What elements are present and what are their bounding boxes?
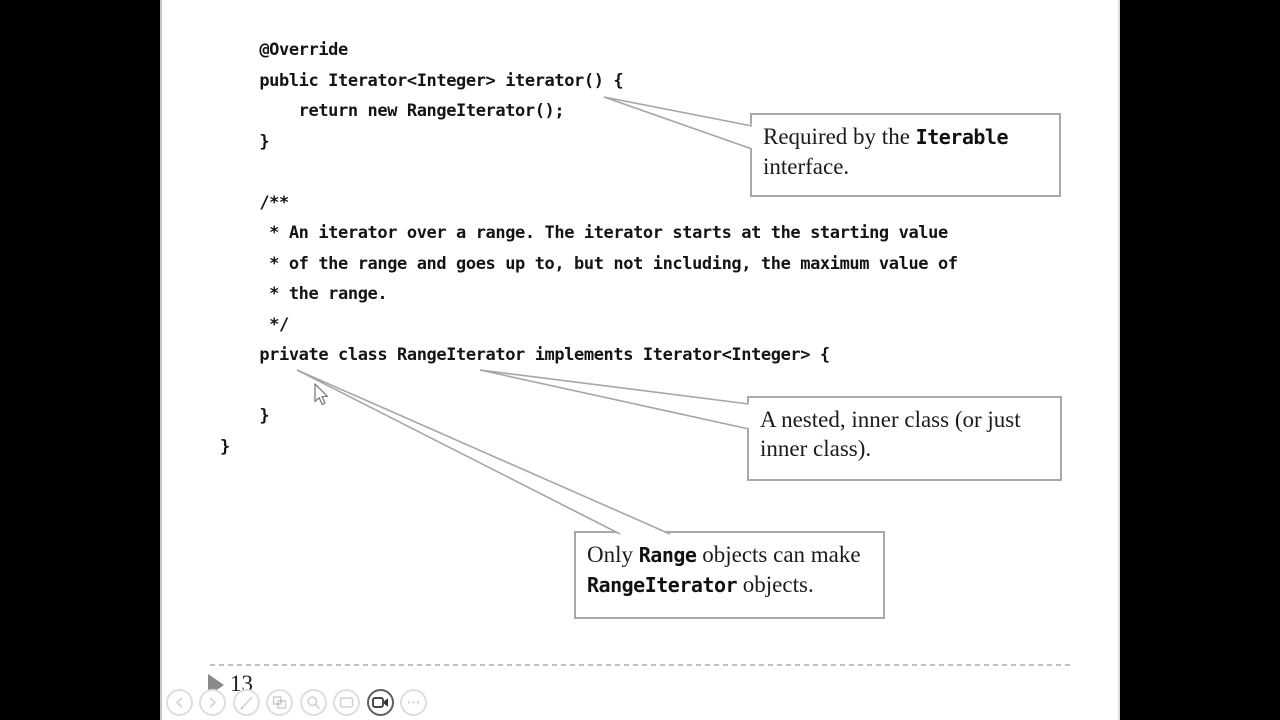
callout-iterable-interface: Required by the Iterable interface. [750, 113, 1061, 197]
camera-button[interactable] [367, 689, 394, 716]
code-line: @Override [220, 40, 348, 60]
code-line: } [220, 131, 270, 152]
callout-text: A nested, inner class (or just inner cla… [760, 407, 1021, 461]
previous-slide-button[interactable] [166, 689, 193, 716]
callout-inner-class: A nested, inner class (or just inner cla… [747, 396, 1062, 481]
code-line: private class RangeIterator implements I… [220, 345, 830, 365]
next-slide-button[interactable] [199, 689, 226, 716]
all-slides-icon [272, 696, 287, 709]
callout-text: Only [587, 542, 639, 567]
screen-icon [339, 697, 354, 708]
callout-code-term: RangeIterator [587, 573, 738, 597]
screen-options-button[interactable] [333, 689, 360, 716]
chevron-right-icon [209, 697, 217, 708]
callout-code-term: Range [638, 543, 697, 567]
callout-text: objects can make [696, 542, 861, 567]
ellipsis-icon [407, 701, 420, 704]
code-line: public Iterator<Integer> iterator() { [220, 70, 624, 91]
callout-text: interface. [763, 154, 850, 179]
code-line: /** [220, 192, 289, 213]
slide: @Override public Iterator<Integer> itera… [160, 0, 1120, 720]
callout-text: objects. [737, 572, 814, 597]
see-all-slides-button[interactable] [266, 689, 293, 716]
pen-icon [240, 696, 253, 710]
code-line: */ [220, 314, 289, 335]
callout-text: Required by the [763, 124, 916, 149]
chevron-left-icon [175, 697, 183, 708]
callout-range-objects: Only Range objects can make RangeIterato… [574, 531, 885, 619]
code-line: * An iterator over a range. The iterator… [220, 223, 948, 243]
more-options-button[interactable] [400, 689, 427, 716]
code-line: } [220, 436, 230, 457]
zoom-button[interactable] [300, 689, 327, 716]
code-line: * of the range and goes up to, but not i… [220, 253, 958, 274]
code-line: * the range. [220, 284, 388, 304]
pen-tools-button[interactable] [233, 689, 260, 716]
code-block: @Override public Iterator<Integer> itera… [220, 35, 958, 462]
callout-code-term: Iterable [915, 125, 1009, 149]
camera-icon [372, 697, 388, 708]
code-line: return new RangeIterator(); [220, 101, 565, 121]
code-line: } [220, 406, 270, 426]
magnifier-icon [307, 696, 321, 710]
slideshow-toolbar [162, 689, 602, 717]
